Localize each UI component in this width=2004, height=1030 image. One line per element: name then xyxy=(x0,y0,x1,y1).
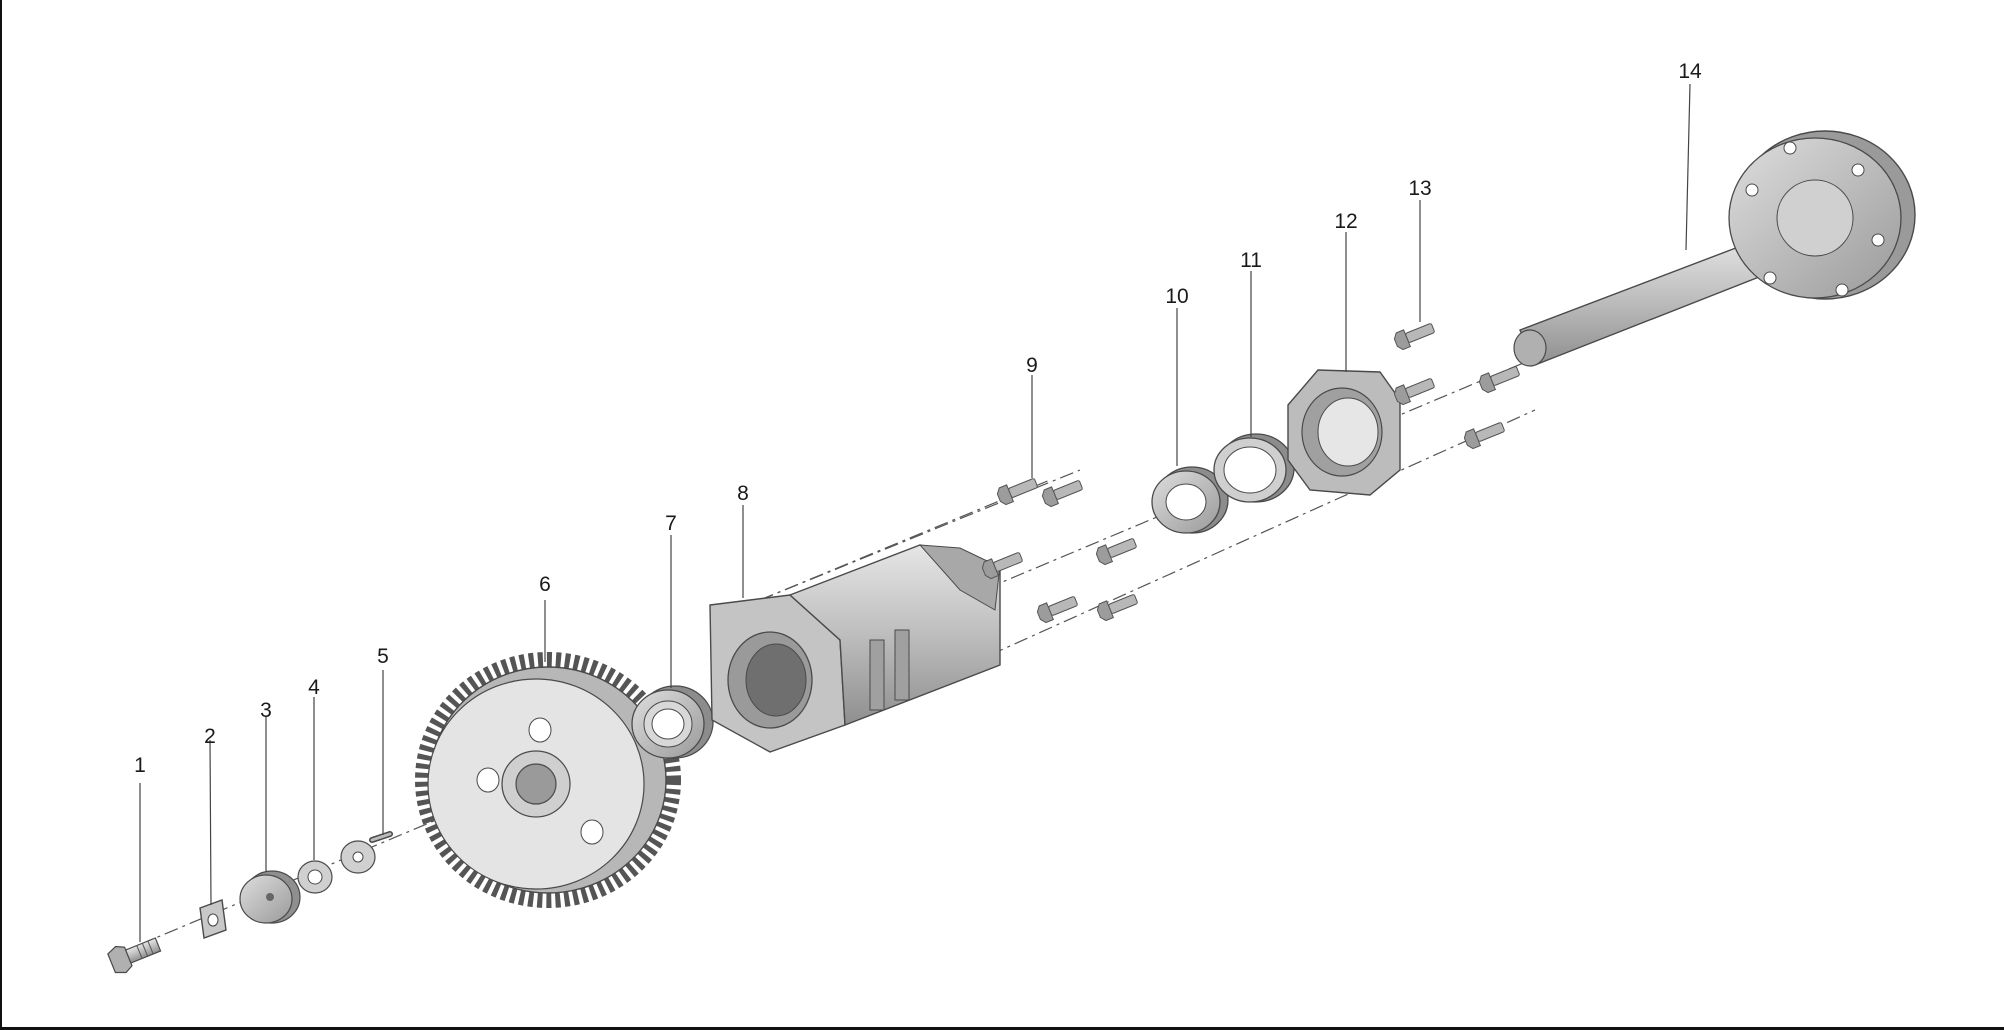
part-washer xyxy=(297,860,333,894)
part-pin xyxy=(340,831,393,874)
callout-2: 2 xyxy=(204,725,216,748)
callout-6: 6 xyxy=(539,573,551,596)
callout-8: 8 xyxy=(737,482,749,505)
callout-11: 11 xyxy=(1240,249,1262,272)
part-bearing xyxy=(631,685,714,759)
part-spur-gear xyxy=(415,652,681,908)
part-cover-bolts xyxy=(1392,318,1522,451)
callout-leaders xyxy=(139,83,1691,942)
callout-9: 9 xyxy=(1026,354,1038,377)
part-retainer-disc xyxy=(239,870,301,924)
part-housing xyxy=(709,544,1001,753)
callout-5: 5 xyxy=(377,645,389,668)
part-lock-plate xyxy=(199,899,227,939)
part-outer-bearing xyxy=(1151,466,1229,534)
callout-1: 1 xyxy=(134,754,146,777)
callout-10: 10 xyxy=(1165,285,1188,308)
part-bolt xyxy=(107,937,162,974)
part-oil-seal xyxy=(1213,433,1295,503)
callout-3: 3 xyxy=(260,699,272,722)
callout-12: 12 xyxy=(1334,210,1357,233)
callout-4: 4 xyxy=(308,676,320,699)
part-bearing-cover xyxy=(1287,369,1401,496)
part-axle-shaft xyxy=(1513,130,1916,367)
callout-7: 7 xyxy=(665,512,677,535)
callout-labels: 1 2 3 4 5 6 7 8 9 10 11 12 13 14 xyxy=(134,60,1702,777)
callout-13: 13 xyxy=(1408,177,1431,200)
callout-14: 14 xyxy=(1678,60,1702,83)
part-housing-bolts xyxy=(980,473,1140,625)
